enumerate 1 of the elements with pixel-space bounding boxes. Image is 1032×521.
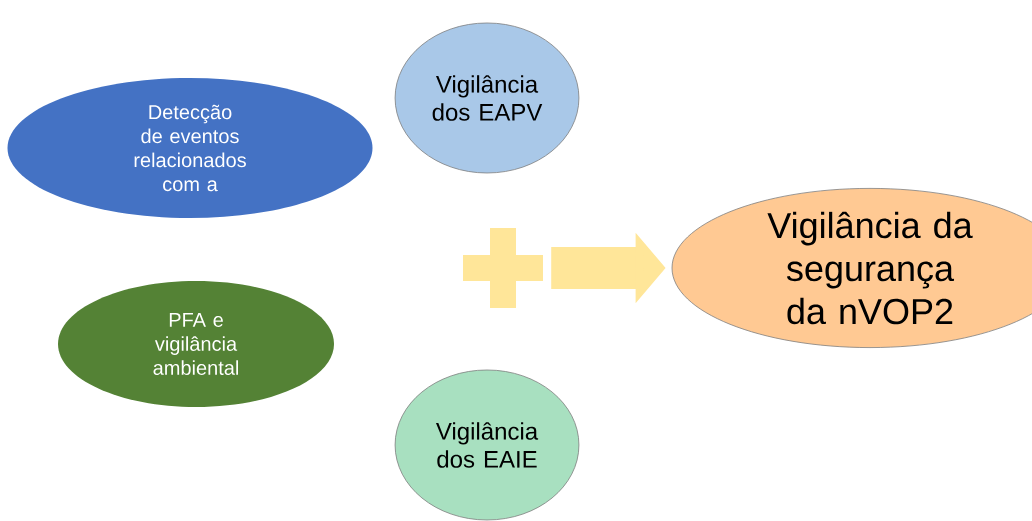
plus-sign xyxy=(463,228,543,308)
